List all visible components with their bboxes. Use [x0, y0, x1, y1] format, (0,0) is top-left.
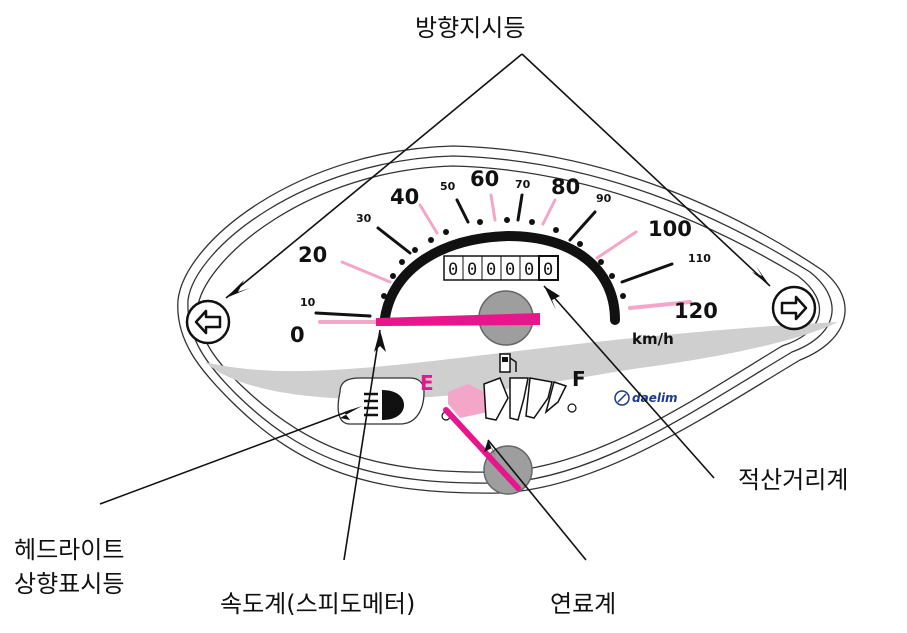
speed-labels-minor: 10 30 50 70 90 110 — [300, 178, 711, 309]
high-beam-icon — [364, 390, 404, 420]
callout-fuel-gauge: 연료계 — [550, 590, 616, 618]
fuel-segments — [483, 377, 568, 421]
high-beam-indicator — [337, 377, 425, 425]
brand-logo: daelim — [614, 390, 678, 406]
speed-label-120: 120 — [674, 299, 718, 323]
speed-label-50: 50 — [440, 180, 456, 193]
speed-label-30: 30 — [356, 212, 372, 225]
fuel-pump-icon — [499, 353, 517, 373]
left-arrow-icon — [194, 309, 222, 335]
speed-label-100: 100 — [648, 217, 692, 241]
right-turn-indicator — [771, 285, 817, 331]
fuel-empty-label: E — [420, 371, 434, 395]
odometer-digit-5: 0 — [524, 260, 534, 280]
speed-label-110: 110 — [688, 252, 711, 265]
speed-ticks — [314, 193, 692, 324]
odometer-display: 0 0 0 0 0 0 — [443, 255, 559, 281]
callout-headlight-line1: 헤드라이트 — [14, 536, 124, 564]
callout-headlight-line2: 상향표시등 — [14, 570, 124, 598]
fuel-indicator-lamp-right — [567, 403, 577, 413]
odometer-digit-3: 0 — [486, 260, 496, 280]
odometer-digit-2: 0 — [467, 260, 477, 280]
speed-unit: km/h — [632, 330, 674, 348]
speed-label-80: 80 — [551, 175, 580, 199]
leader-lines — [99, 53, 771, 561]
fuel-needle — [443, 407, 521, 491]
callout-turn-signal: 방향지시등 — [415, 14, 525, 42]
odometer-digit-4: 0 — [505, 260, 515, 280]
speed-label-0: 0 — [290, 323, 305, 347]
odometer-digit-6: 0 — [543, 260, 553, 280]
fuel-full-label: F — [572, 367, 586, 391]
odometer-digit-1: 0 — [448, 260, 458, 280]
callout-speedometer: 속도계(스피도메터) — [220, 590, 415, 618]
fuel-pink-segment — [448, 384, 488, 418]
arrowheads — [226, 266, 770, 458]
speed-label-60: 60 — [470, 167, 499, 191]
fuel-hub — [483, 445, 533, 495]
speed-arc — [380, 230, 620, 325]
speed-labels-major: 0 20 40 60 80 100 120 — [290, 167, 718, 347]
speed-label-90: 90 — [596, 192, 612, 205]
speed-label-70: 70 — [515, 178, 531, 191]
speedometer-needle — [376, 313, 540, 326]
callout-odometer: 적산거리계 — [738, 466, 848, 494]
speed-label-10: 10 — [300, 296, 316, 309]
speed-label-40: 40 — [390, 185, 419, 209]
brand-text: daelim — [632, 391, 678, 405]
speed-label-20: 20 — [298, 243, 327, 267]
speed-dots — [381, 217, 626, 299]
right-arrow-icon — [780, 295, 808, 321]
left-turn-indicator — [185, 299, 231, 345]
